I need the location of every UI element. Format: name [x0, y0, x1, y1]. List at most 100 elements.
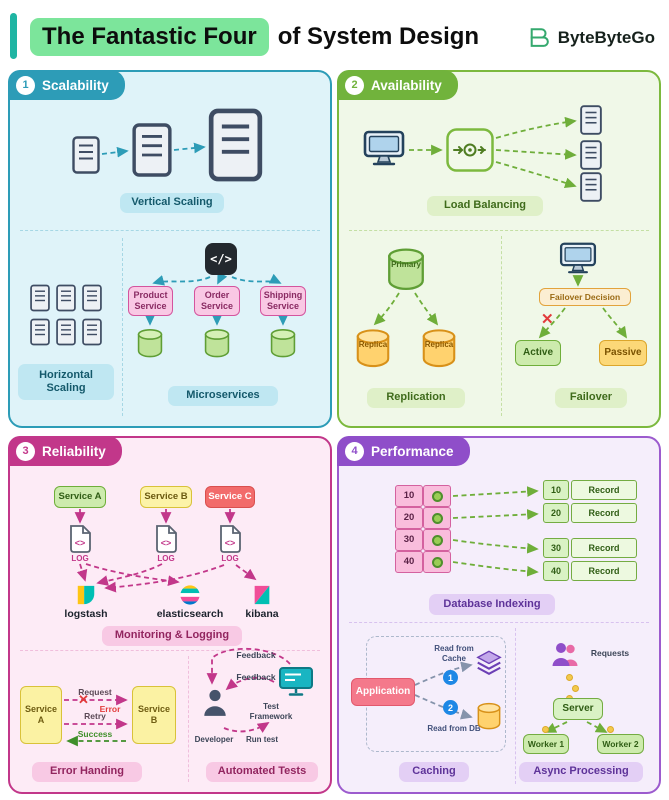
- log-file-icon: [152, 524, 180, 554]
- divider: [188, 656, 189, 782]
- brand-logo: ByteByteGo: [528, 26, 655, 50]
- users-icon: [551, 642, 581, 668]
- database-indexing-label: Database Indexing: [429, 594, 555, 615]
- server-large-icon: [207, 108, 264, 182]
- index-key-cell: 20: [395, 507, 423, 529]
- title-rest: of System Design: [277, 23, 480, 50]
- index-pointer-cell: [423, 551, 451, 573]
- computer-icon: [363, 130, 405, 166]
- database-icon: [268, 328, 298, 358]
- brand-name: ByteByteGo: [557, 28, 655, 47]
- log-label: LOG: [221, 554, 239, 563]
- computer-icon: [559, 242, 597, 274]
- kibana-icon: [251, 584, 273, 606]
- scalability-number: 1: [16, 75, 35, 95]
- title-highlight: The Fantastic Four: [30, 18, 269, 56]
- message-dot-icon: [566, 674, 573, 681]
- log-label: LOG: [157, 554, 175, 563]
- rack-server-icon: [30, 284, 50, 312]
- service-box-order: Order Service: [194, 286, 240, 316]
- load-balancer-icon: [446, 128, 494, 172]
- rack-server-icon: [82, 318, 102, 346]
- microservices-label: Microservices: [168, 386, 278, 406]
- logstash-icon: [75, 584, 97, 606]
- rack-server-icon: [30, 318, 50, 346]
- step-2-badge: 2: [443, 700, 458, 715]
- failover-label: Failover: [555, 388, 627, 408]
- rack-server-icon: [82, 284, 102, 312]
- server-small-icon: [72, 135, 100, 175]
- read-from-db-label: Read from DB: [427, 724, 481, 733]
- server-icon: [579, 105, 603, 135]
- record-cell: Record: [571, 503, 637, 523]
- requests-label: Requests: [590, 648, 630, 658]
- feedback-label: Feedback: [236, 650, 276, 660]
- availability-title: Availability: [371, 77, 442, 93]
- passive-box: Passive: [599, 340, 647, 366]
- reliability-badge: 3 Reliability: [8, 436, 122, 466]
- divider: [20, 230, 320, 231]
- page-title: The Fantastic Four of System Design: [30, 18, 479, 56]
- quadrant-availability: 2 Availability Load Balancing Primary Re…: [337, 70, 661, 428]
- step-1-badge: 1: [443, 670, 458, 685]
- record-key-cell: 40: [543, 561, 569, 581]
- divider: [349, 230, 649, 231]
- horizontal-scaling-label: Horizontal Scaling: [18, 364, 114, 400]
- reliability-number: 3: [16, 441, 35, 461]
- service-box-shipping: Shipping Service: [260, 286, 306, 316]
- index-dot-icon: [431, 490, 443, 502]
- index-dot-icon: [431, 556, 443, 568]
- worker-1-box: Worker 1: [523, 734, 569, 754]
- reliability-title: Reliability: [42, 443, 106, 459]
- server-medium-icon: [132, 122, 172, 178]
- index-dot-icon: [431, 512, 443, 524]
- message-dot-icon: [572, 685, 579, 692]
- database-icon: [475, 702, 503, 730]
- red-cross-icon: ✕: [78, 692, 89, 707]
- availability-badge: 2 Availability: [337, 70, 458, 100]
- server-icon: [579, 172, 603, 202]
- request-label: Request: [78, 687, 112, 697]
- database-icon: [135, 328, 165, 358]
- replica-label: Replica: [358, 340, 388, 349]
- replica-label: Replica: [424, 340, 454, 349]
- load-balancing-label: Load Balancing: [427, 196, 543, 216]
- replication-label: Replication: [367, 388, 465, 408]
- quadrant-reliability: 3 Reliability Service A Service B Servic…: [8, 436, 332, 794]
- divider: [20, 650, 320, 651]
- record-key-cell: 30: [543, 538, 569, 558]
- elasticsearch-label: elasticsearch: [156, 608, 224, 620]
- index-pointer-cell: [423, 507, 451, 529]
- index-pointer-cell: [423, 529, 451, 551]
- record-key-cell: 20: [543, 503, 569, 523]
- red-cross-icon: ✕: [541, 311, 554, 328]
- title-accent-bar: [10, 13, 17, 59]
- error-service-a-box: Service A: [20, 686, 62, 744]
- active-box: Active: [515, 340, 561, 366]
- failover-decision-box: Failover Decision: [539, 288, 631, 306]
- record-cell: Record: [571, 561, 637, 581]
- record-key-cell: 10: [543, 480, 569, 500]
- read-from-cache-label: Read from Cache: [434, 644, 474, 663]
- availability-number: 2: [345, 75, 364, 95]
- caching-label: Caching: [399, 762, 469, 782]
- feedback-label: Feedback: [236, 672, 276, 682]
- bytebytego-icon: [528, 26, 552, 50]
- server-icon: [579, 140, 603, 170]
- performance-badge: 4 Performance: [337, 436, 470, 466]
- divider: [349, 622, 649, 623]
- developer-icon: [202, 688, 228, 718]
- service-c-box: Service C: [205, 486, 255, 508]
- record-cell: Record: [571, 538, 637, 558]
- primary-label: Primary: [391, 260, 421, 269]
- test-framework-icon: [278, 666, 314, 698]
- error-service-b-box: Service B: [132, 686, 176, 744]
- service-b-box: Service B: [140, 486, 192, 508]
- error-label: Error: [99, 704, 121, 714]
- retry-label: Retry: [84, 711, 106, 721]
- async-processing-label: Async Processing: [519, 762, 643, 782]
- rack-server-icon: [56, 318, 76, 346]
- index-key-cell: 10: [395, 485, 423, 507]
- logstash-label: logstash: [64, 608, 108, 620]
